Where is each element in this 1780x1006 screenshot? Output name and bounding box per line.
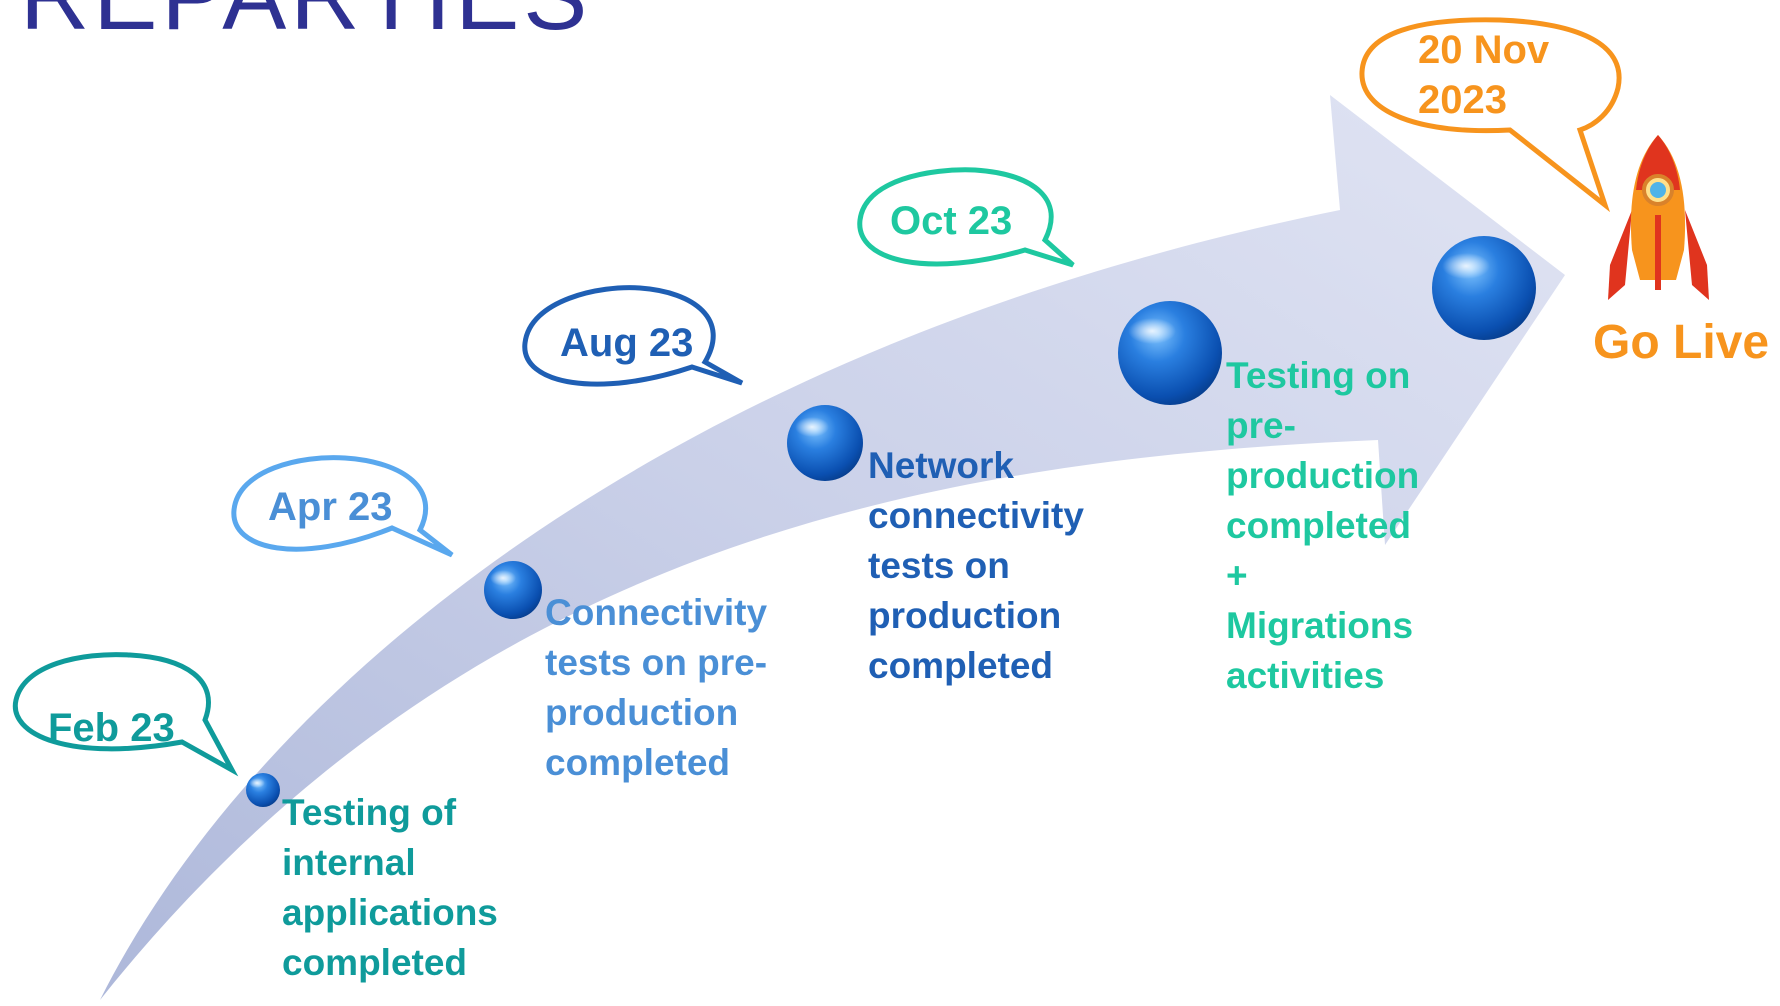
milestone-sphere-4: [1118, 301, 1222, 405]
milestone-sphere-2: [484, 561, 542, 619]
bubble-feb: [12, 652, 239, 777]
milestone-desc-apr: Connectivity tests on pre- production co…: [545, 592, 768, 783]
golive-label: Go Live: [1593, 316, 1770, 369]
milestone-desc-oct: Testing on pre- production completed + M…: [1226, 355, 1420, 696]
bubble-oct: [857, 167, 1075, 268]
milestone-date-aug: Aug 23: [560, 321, 694, 365]
milestone-sphere-5: [1432, 236, 1536, 340]
milestone-date-apr: Apr 23: [268, 485, 393, 529]
milestone-date-oct: Oct 23: [890, 199, 1013, 243]
page-title: REPARTIES: [20, 0, 591, 52]
rocket-icon: [1608, 135, 1709, 300]
bubble-golive: [1359, 17, 1622, 213]
milestone-desc-aug: Network connectivity tests on production…: [868, 445, 1084, 686]
bubble-aug: [522, 285, 744, 387]
bubble-apr: [231, 455, 454, 558]
milestone-desc-feb: Testing of internal applications complet…: [282, 792, 498, 983]
milestone-sphere-1: [246, 773, 280, 807]
milestone-sphere-3: [787, 405, 863, 481]
milestone-date-feb: Feb 23: [48, 706, 175, 750]
golive-date: 20 Nov 2023: [1418, 28, 1550, 122]
